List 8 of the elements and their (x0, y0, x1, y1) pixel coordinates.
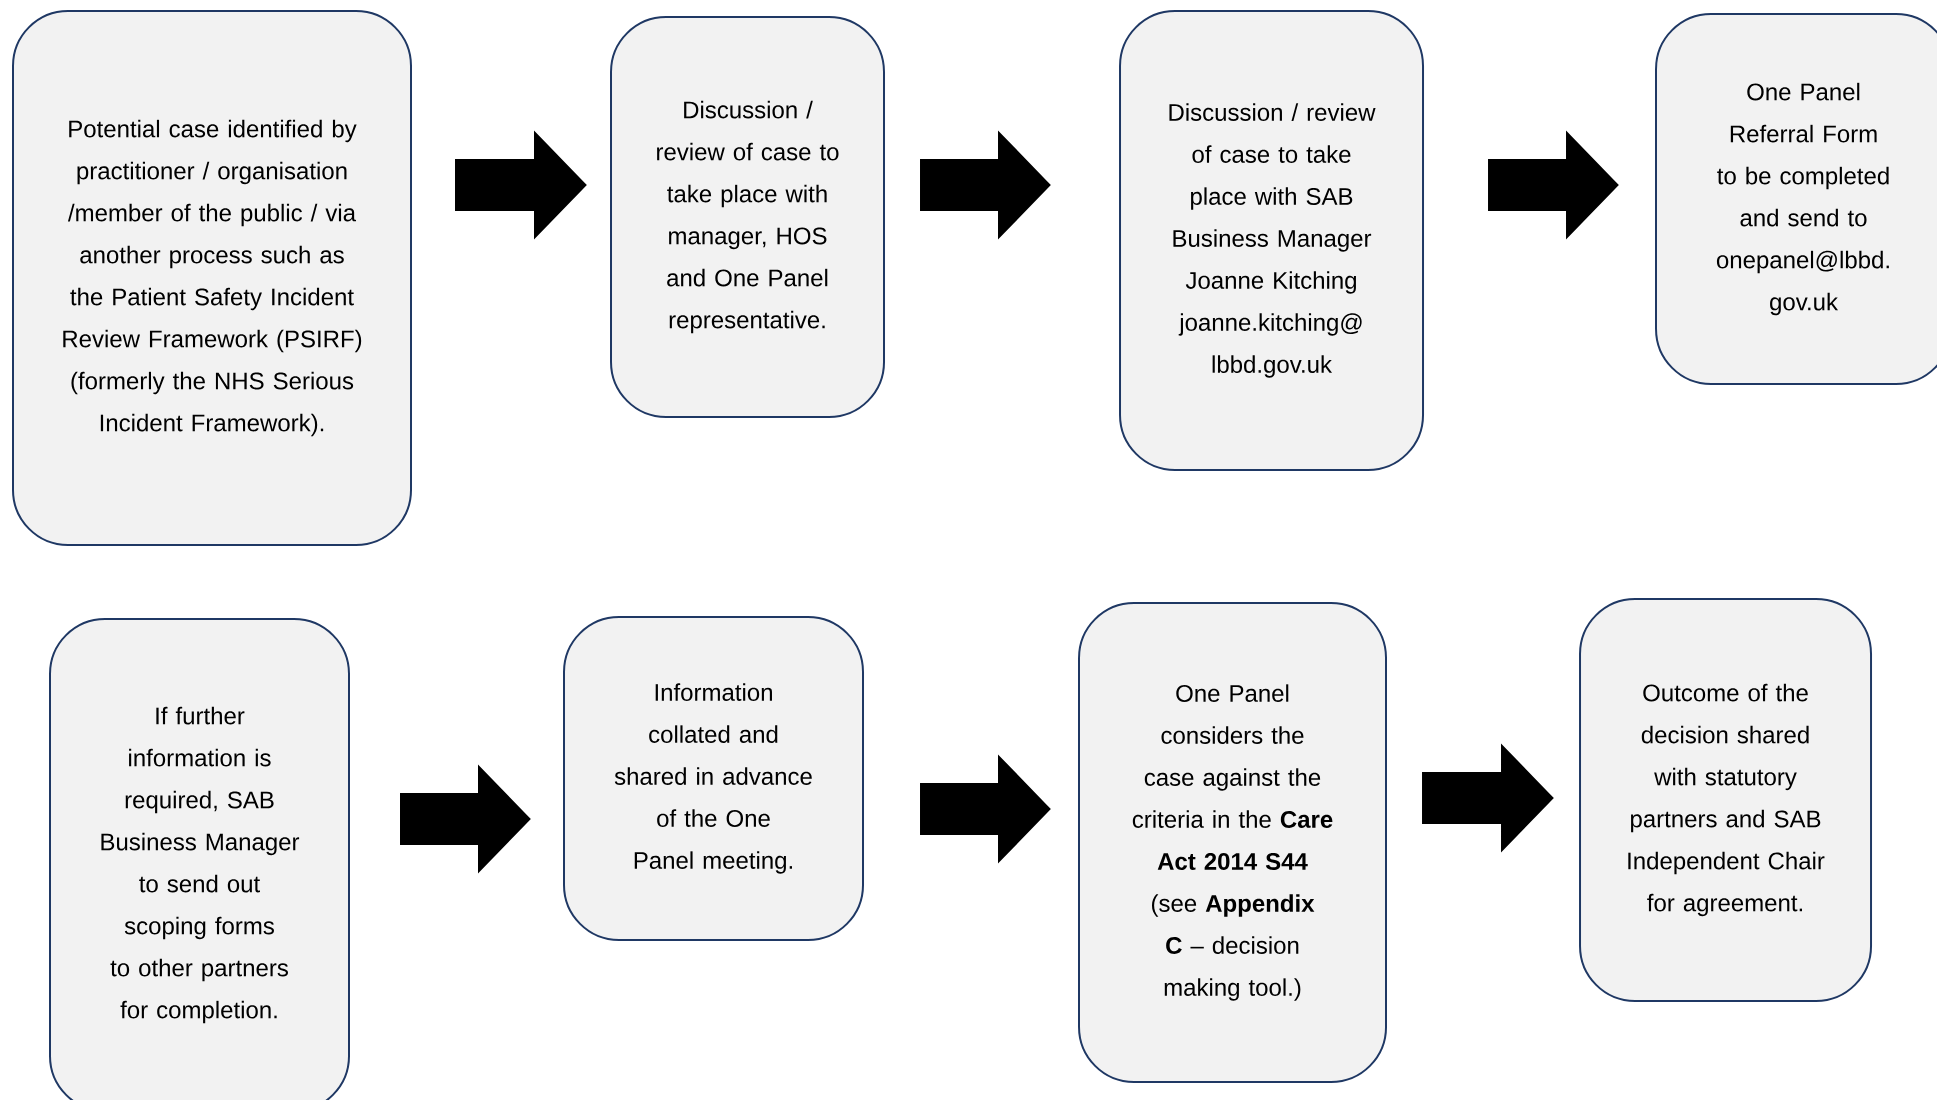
process-box: If further information is required, SAB Business Manager to send out scoping forms to other partners for completion. (49, 618, 350, 1100)
process-box: Outcome of the decision shared with statutory partners and SAB Independent Chair for agreement. (1579, 598, 1873, 1002)
process-box: Discussion / review of case to take place with manager, HOS and One Panel representative. (610, 16, 885, 418)
process-box: One Panel Referral Form to be completed and send to onepanel@lbbd. gov.uk (1655, 13, 1937, 385)
process-box: Information collated and shared in advance of the One Panel meeting. (563, 616, 864, 941)
process-box: Discussion / review of case to take place with SAB Business Manager Joanne Kitching joanne.kitching@ lbbd.gov.uk (1119, 10, 1424, 471)
process-box: Potential case identified by practitioner / organisation /member of the public / via another process such as the Patient Safety Incident Review Framework (PSIRF) (formerly the NHS Serious Incident Framework). (12, 10, 412, 546)
process-box: One Panel considers the case against the criteria in the Care Act 2014 S44 (see Appendix C – decision making tool.) (1078, 602, 1387, 1083)
